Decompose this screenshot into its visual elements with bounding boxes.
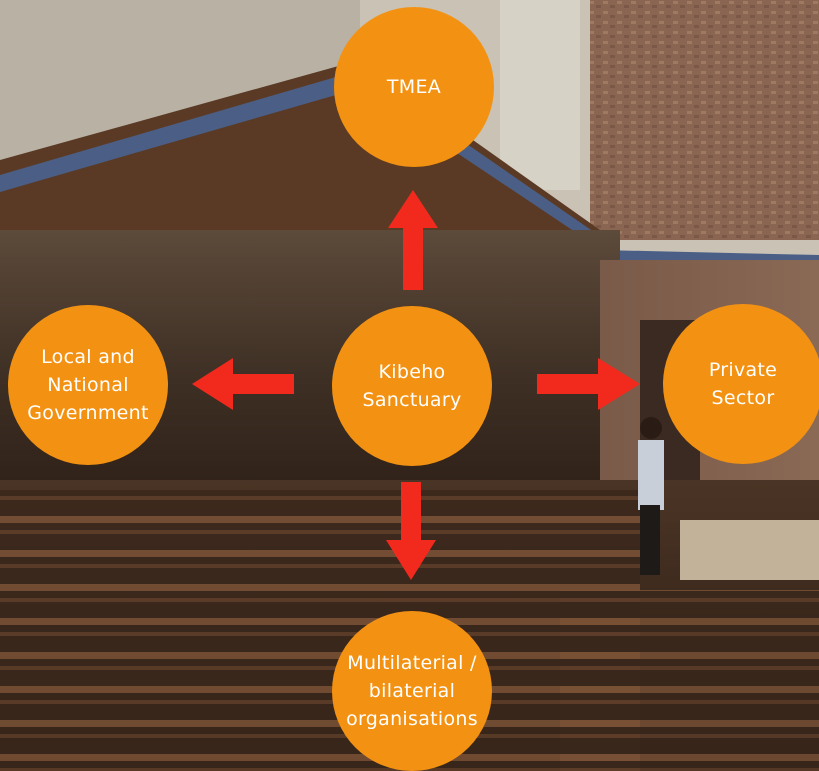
node-kibeho-sanctuary-label: Kibeho Sanctuary <box>362 361 462 411</box>
node-tmea: TMEA <box>334 7 494 167</box>
node-multilateral-bilateral-organisations: Multilaterial / bilaterial organisations <box>332 611 492 771</box>
node-local-national-government: Local and National Government <box>8 305 168 465</box>
node-tmea-label: TMEA <box>386 76 442 98</box>
node-private-sector: Private Sector <box>663 304 819 464</box>
node-local-national-government-label: Local and National Government <box>27 346 149 424</box>
node-multilateral-bilateral-organisations-label: Multilaterial / bilaterial organisations <box>346 652 478 730</box>
node-private-sector-label: Private Sector <box>708 359 778 409</box>
node-kibeho-sanctuary: Kibeho Sanctuary <box>332 306 492 466</box>
